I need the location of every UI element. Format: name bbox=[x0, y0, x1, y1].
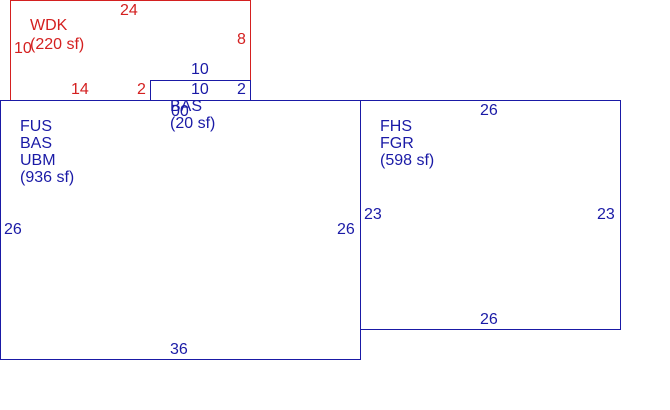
garage-code-label-2: FGR bbox=[380, 135, 414, 152]
garage-dim-right: 23 bbox=[597, 206, 615, 223]
deck-code-label: WDK bbox=[30, 17, 68, 34]
main-code-label-1: FUS bbox=[20, 118, 52, 135]
small-bas-overlap-text: 00 bbox=[171, 103, 189, 120]
small-bas-outline bbox=[150, 80, 251, 101]
garage-area-label: (598 sf) bbox=[380, 152, 435, 169]
deck-area-label: (220 sf) bbox=[30, 36, 85, 53]
small-bas-dim-top: 10 bbox=[191, 61, 209, 78]
deck-dim-step: 2 bbox=[137, 81, 146, 98]
small-bas-dim-inner: 10 bbox=[191, 81, 209, 98]
main-area-outline bbox=[0, 100, 361, 360]
deck-dim-left: 10 bbox=[14, 40, 32, 57]
garage-dim-top: 26 bbox=[480, 102, 498, 119]
garage-code-label-1: FHS bbox=[380, 118, 412, 135]
small-bas-code-label: BAS bbox=[170, 98, 203, 115]
garage-dim-left: 23 bbox=[364, 206, 382, 223]
main-dim-right: 26 bbox=[337, 221, 355, 238]
main-area-label: (936 sf) bbox=[20, 169, 75, 186]
garage-dim-bottom: 26 bbox=[480, 311, 498, 328]
deck-dim-top: 24 bbox=[120, 2, 138, 19]
small-bas-dim-right: 2 bbox=[237, 81, 246, 98]
main-dim-bottom: 36 bbox=[170, 341, 188, 358]
deck-dim-bottom: 14 bbox=[71, 81, 89, 98]
garage-outline bbox=[360, 100, 621, 330]
small-bas-area-label: (20 sf) bbox=[170, 115, 216, 132]
deck-dim-right: 8 bbox=[237, 31, 246, 48]
main-code-label-2: BAS bbox=[20, 135, 53, 152]
main-dim-left: 26 bbox=[4, 221, 22, 238]
main-code-label-3: UBM bbox=[20, 152, 56, 169]
